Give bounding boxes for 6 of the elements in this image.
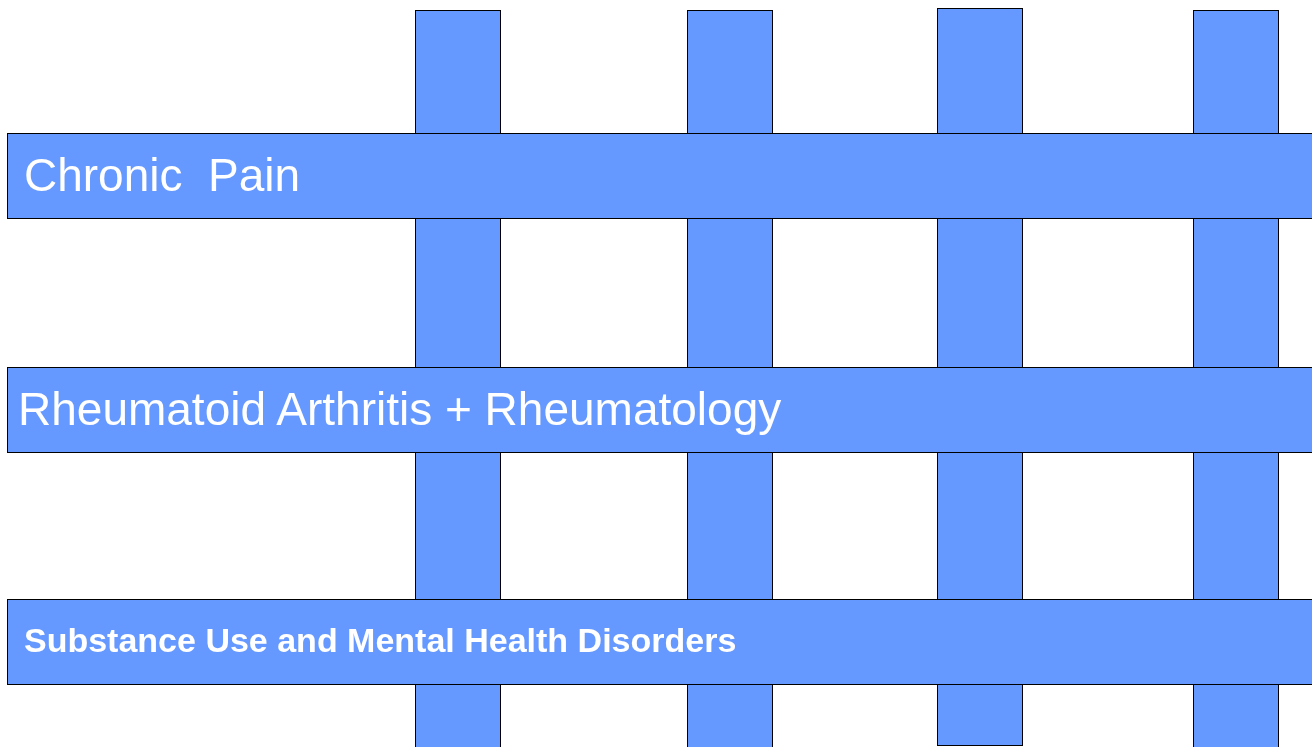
horizontal-band [7, 133, 1312, 219]
horizontal-band [7, 367, 1312, 453]
band-label: Substance Use and Mental Health Disorders [24, 621, 737, 661]
band-label: Chronic Pain [24, 148, 301, 202]
horizontal-band [7, 599, 1312, 685]
band-label: Rheumatoid Arthritis + Rheumatology [18, 382, 782, 436]
